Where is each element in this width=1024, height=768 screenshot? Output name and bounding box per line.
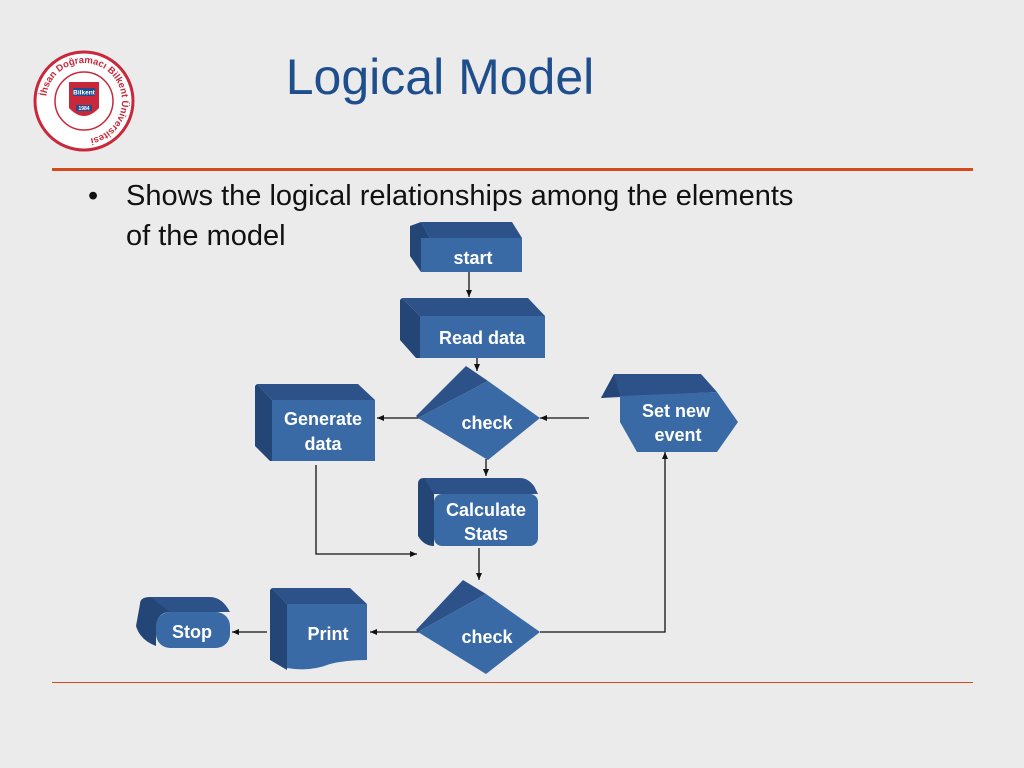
check-bottom-label: check bbox=[461, 627, 513, 647]
stop-label: Stop bbox=[172, 622, 212, 642]
start-label: start bbox=[453, 248, 492, 268]
calculate-stats-node: Calculate Stats bbox=[418, 478, 538, 546]
set-new-event-label-2: event bbox=[654, 425, 701, 445]
read-data-node: Read data bbox=[400, 298, 545, 358]
svg-text:1984: 1984 bbox=[78, 106, 89, 112]
set-new-event-label-1: Set new bbox=[642, 401, 711, 421]
university-logo: İhsan Doğramacı Bilkent Üniversitesi Bil… bbox=[33, 50, 135, 152]
title-divider bbox=[52, 168, 973, 171]
check-top-label: check bbox=[461, 413, 513, 433]
generate-data-node: Generate data bbox=[255, 384, 375, 461]
calculate-label-2: Stats bbox=[464, 524, 508, 544]
bullet-line-2: of the model bbox=[126, 220, 286, 252]
print-label: Print bbox=[307, 624, 348, 644]
arrow-check-to-event bbox=[540, 452, 668, 633]
check-decision-top: check bbox=[416, 366, 540, 460]
print-node: Print bbox=[270, 588, 367, 670]
bullet-text: Shows the logical relationships among th… bbox=[126, 176, 926, 256]
arrow-generate-to-calculate bbox=[315, 465, 417, 557]
connectors bbox=[232, 272, 668, 635]
bottom-divider bbox=[52, 682, 973, 683]
bullet-marker: • bbox=[88, 180, 99, 212]
generate-data-label-2: data bbox=[304, 434, 342, 454]
read-data-label: Read data bbox=[439, 328, 526, 348]
slide-title: Logical Model bbox=[285, 49, 595, 105]
start-node: start bbox=[410, 222, 522, 272]
bullet-line-1: Shows the logical relationships among th… bbox=[126, 180, 794, 212]
stop-node: Stop bbox=[136, 597, 230, 648]
svg-text:Bilkent: Bilkent bbox=[73, 90, 96, 97]
generate-data-label-1: Generate bbox=[284, 409, 362, 429]
check-decision-bottom: check bbox=[416, 580, 540, 674]
calculate-label-1: Calculate bbox=[446, 500, 526, 520]
set-new-event-node: Set new event bbox=[601, 374, 738, 452]
